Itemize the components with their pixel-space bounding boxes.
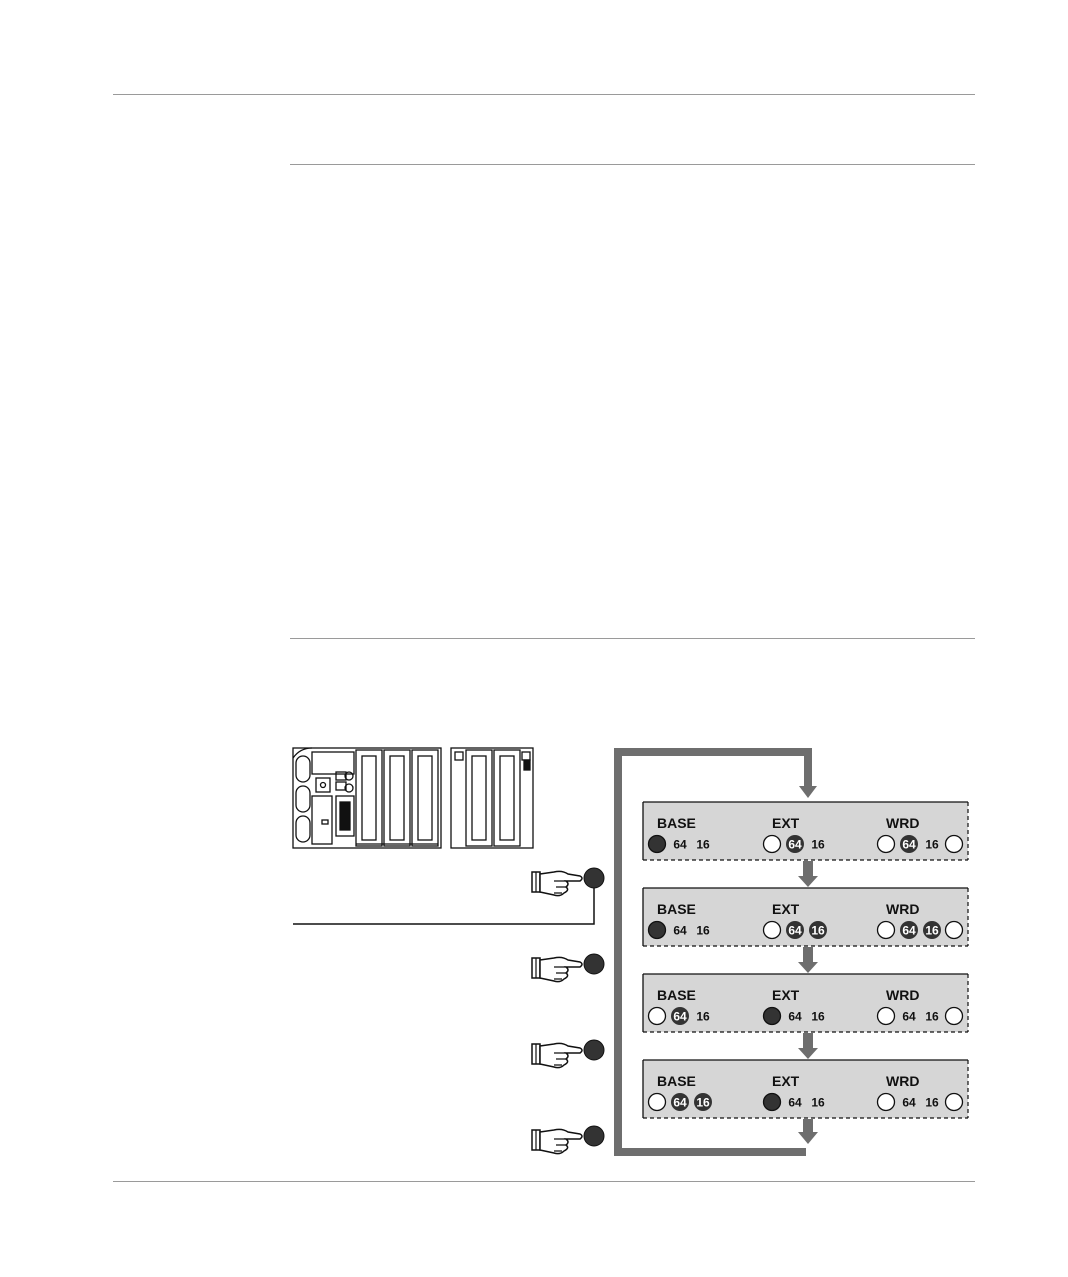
base-indicator-led (647, 1006, 667, 1026)
step-arrow-2 (798, 947, 818, 973)
ext-64-indicator: 64 (788, 1096, 802, 1110)
wrd-label: WRD (886, 987, 919, 1003)
pointing-hand-icon (531, 1128, 583, 1155)
pointing-hand-icon (531, 1042, 583, 1069)
push-button-icon[interactable] (583, 953, 605, 975)
pointing-hand-icon (531, 956, 583, 983)
wrd-64-indicator-lit (900, 921, 918, 939)
ext-16-indicator: 16 (811, 1010, 825, 1024)
step-arrow-3 (798, 1033, 818, 1059)
section-rule-1 (290, 164, 975, 165)
status-panel-2: BASE 64 16 EXT 64 16 WRD 64 16 (642, 887, 969, 947)
base-64-indicator: 64 (673, 1010, 687, 1024)
ext-64-indicator: 64 (788, 924, 802, 938)
ext-label: EXT (772, 1073, 800, 1089)
ext-indicator-led (762, 834, 782, 854)
bottom-rule (113, 1181, 975, 1182)
base-16-indicator-lit (694, 1093, 712, 1111)
base-indicator-led (647, 920, 667, 940)
wrd-end-led (944, 1092, 964, 1112)
base-indicator-led (647, 834, 667, 854)
wrd-16-indicator: 16 (925, 1010, 939, 1024)
wrd-64-indicator: 64 (902, 838, 916, 852)
base-label: BASE (657, 901, 696, 917)
wrd-indicator-led (876, 834, 896, 854)
step-arrow-return (798, 1119, 818, 1144)
base-indicator-led (647, 1092, 667, 1112)
ext-label: EXT (772, 815, 800, 831)
cycle-flow-arrow (614, 748, 817, 1156)
wrd-end-led (944, 920, 964, 940)
wrd-16-indicator: 16 (925, 838, 939, 852)
wrd-64-indicator: 64 (902, 924, 916, 938)
push-button-icon[interactable] (583, 867, 605, 889)
wrd-16-indicator: 16 (925, 1096, 939, 1110)
ext-64-indicator-lit (786, 921, 804, 939)
top-rule (113, 94, 975, 95)
ext-64-indicator: 64 (788, 1010, 802, 1024)
plc-module-rack-icon (292, 747, 534, 849)
base-64-indicator: 64 (673, 1096, 687, 1110)
base-label: BASE (657, 987, 696, 1003)
ext-64-indicator-lit (786, 835, 804, 853)
ext-indicator-led (762, 920, 782, 940)
wrd-indicator-led (876, 1092, 896, 1112)
wrd-label: WRD (886, 901, 919, 917)
wrd-64-indicator: 64 (902, 1010, 916, 1024)
push-button-icon[interactable] (583, 1039, 605, 1061)
wrd-end-led (944, 834, 964, 854)
ext-64-indicator: 64 (788, 838, 802, 852)
wrd-16-indicator-lit (923, 921, 941, 939)
ext-16-indicator: 16 (811, 1096, 825, 1110)
ext-indicator-led (762, 1092, 782, 1112)
ext-label: EXT (772, 987, 800, 1003)
base-64-indicator: 64 (673, 838, 687, 852)
ext-label: EXT (772, 901, 800, 917)
push-button-icon[interactable] (583, 1125, 605, 1147)
wrd-16-indicator: 16 (925, 924, 939, 938)
base-16-indicator: 16 (696, 924, 710, 938)
wrd-indicator-led (876, 920, 896, 940)
base-label: BASE (657, 1073, 696, 1089)
base-16-indicator: 16 (696, 1096, 710, 1110)
step-arrow-1 (798, 861, 818, 887)
base-64-indicator: 64 (673, 924, 687, 938)
base-16-indicator: 16 (696, 838, 710, 852)
wrd-label: WRD (886, 1073, 919, 1089)
status-panel-4: BASE 64 16 EXT 64 16 WRD 64 16 (642, 1059, 969, 1119)
section-rule-2 (290, 638, 975, 639)
wrd-64-indicator-lit (900, 835, 918, 853)
wrd-end-led (944, 1006, 964, 1026)
base-64-indicator-lit (671, 1007, 689, 1025)
ext-16-indicator: 16 (811, 838, 825, 852)
status-panel-3: BASE 64 16 EXT 64 16 WRD 64 16 (642, 973, 969, 1033)
ext-16-indicator: 16 (811, 924, 825, 938)
wrd-indicator-led (876, 1006, 896, 1026)
pointing-hand-icon (531, 870, 583, 897)
base-64-indicator-lit (671, 1093, 689, 1111)
base-label: BASE (657, 815, 696, 831)
button-wire (293, 878, 595, 925)
wrd-64-indicator: 64 (902, 1096, 916, 1110)
ext-16-indicator-lit (809, 921, 827, 939)
base-16-indicator: 16 (696, 1010, 710, 1024)
status-panel-1: BASE 64 16 EXT 64 16 WRD 64 16 (642, 801, 969, 861)
ext-indicator-led (762, 1006, 782, 1026)
wrd-label: WRD (886, 815, 919, 831)
